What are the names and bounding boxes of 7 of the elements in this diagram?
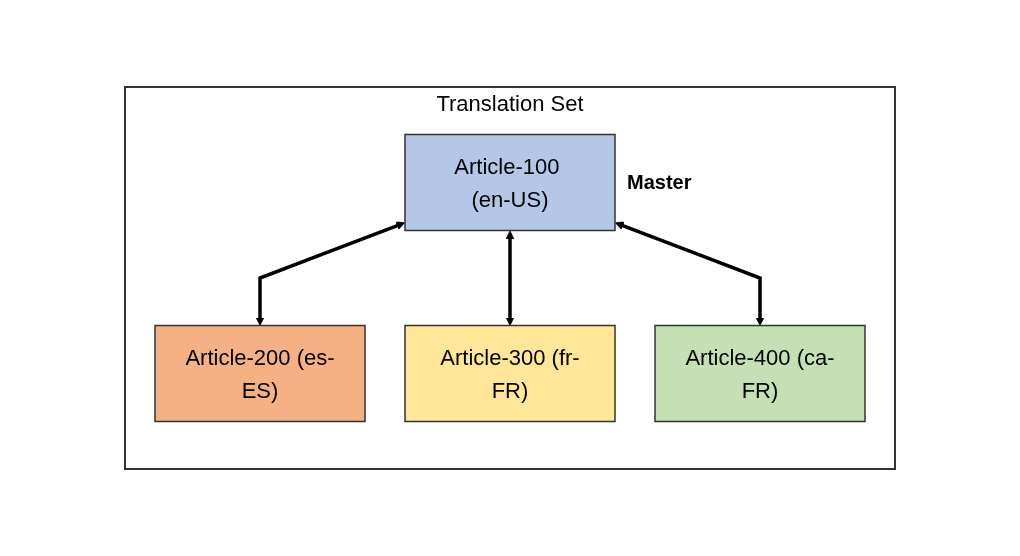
node-box: Article-300 (fr-FR): [404, 324, 616, 423]
arrow: [255, 221, 406, 326]
arrow: [505, 230, 515, 326]
node-annotation: Master: [627, 170, 692, 194]
node-box: Article-400 (ca-FR): [654, 324, 866, 423]
node-box: Article-200 (es-ES): [154, 324, 366, 423]
node-box: Article-100 (en-US): [404, 133, 616, 232]
